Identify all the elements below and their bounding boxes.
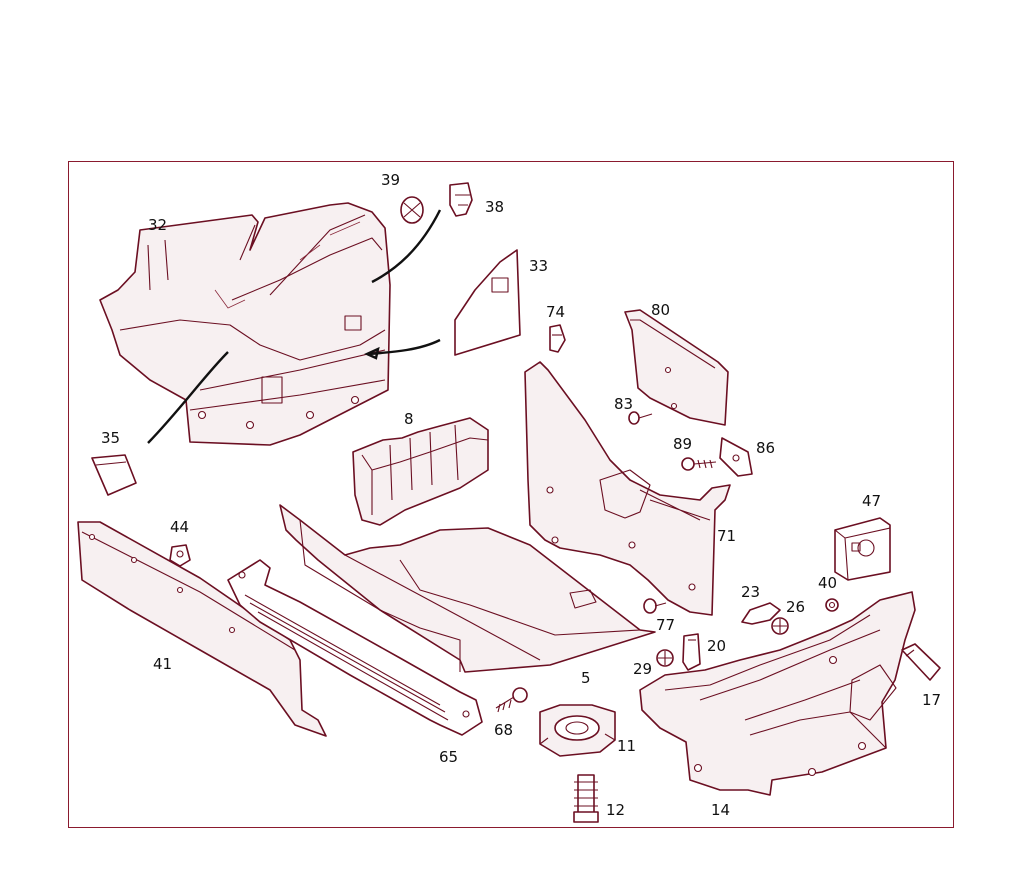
label-29: 29: [633, 660, 652, 678]
label-14: 14: [711, 801, 730, 819]
part-89-screw: [681, 457, 717, 471]
part-20-clip: [682, 633, 701, 671]
label-71: 71: [717, 527, 736, 545]
part-32-wheelhouse-lining: [99, 202, 391, 446]
part-14-bracket-assembly: [639, 591, 916, 796]
label-20: 20: [707, 637, 726, 655]
part-47-module: [834, 517, 891, 581]
part-35-cover: [91, 454, 137, 496]
label-38: 38: [485, 198, 504, 216]
part-26-grommet: [771, 617, 789, 635]
part-41-panel: [77, 521, 327, 737]
arrow-39-to-32: [371, 209, 442, 284]
label-68: 68: [494, 721, 513, 739]
label-23: 23: [741, 583, 760, 601]
label-83: 83: [614, 395, 633, 413]
part-65-sill-rail: [227, 559, 483, 736]
label-65: 65: [439, 748, 458, 766]
label-44: 44: [170, 518, 189, 536]
part-68-screw: [495, 687, 528, 713]
label-5: 5: [581, 669, 591, 687]
label-40: 40: [818, 574, 837, 592]
label-41: 41: [153, 655, 172, 673]
label-47: 47: [862, 492, 881, 510]
arrow-35-to-32: [147, 351, 229, 444]
label-80: 80: [651, 301, 670, 319]
part-40-nut: [825, 598, 839, 612]
part-38-clip: [449, 182, 473, 217]
label-35: 35: [101, 429, 120, 447]
label-74: 74: [546, 303, 565, 321]
label-77: 77: [656, 616, 675, 634]
part-83-push-rivet: [628, 411, 653, 425]
part-39-round-clip: [400, 196, 424, 224]
part-71-side-lining: [524, 361, 731, 616]
part-77-rivet: [643, 598, 667, 614]
part-33-panel: [454, 249, 521, 356]
label-39: 39: [381, 171, 400, 189]
arrowhead-33: [364, 346, 380, 360]
part-74-rivet: [549, 324, 566, 353]
part-8-channel: [352, 417, 489, 526]
label-12: 12: [606, 801, 625, 819]
part-80-trim-panel: [624, 309, 729, 426]
label-33: 33: [529, 257, 548, 275]
part-11-wheel-holder: [539, 704, 616, 757]
label-8: 8: [404, 410, 414, 428]
label-86: 86: [756, 439, 775, 457]
diagram-frame: [68, 161, 954, 828]
arrow-33-to-32: [367, 338, 441, 356]
part-5-floor-cover: [279, 504, 656, 673]
label-11: 11: [617, 737, 636, 755]
part-44-nut: [169, 544, 191, 567]
label-26: 26: [786, 598, 805, 616]
part-29-grommet: [656, 649, 674, 667]
part-23-bracket: [741, 602, 781, 625]
label-17: 17: [922, 691, 941, 709]
part-86-clip-nut: [719, 437, 753, 477]
label-32: 32: [148, 216, 167, 234]
label-89: 89: [673, 435, 692, 453]
part-12-threaded-rod: [573, 774, 599, 823]
part-17-plug: [901, 643, 941, 681]
